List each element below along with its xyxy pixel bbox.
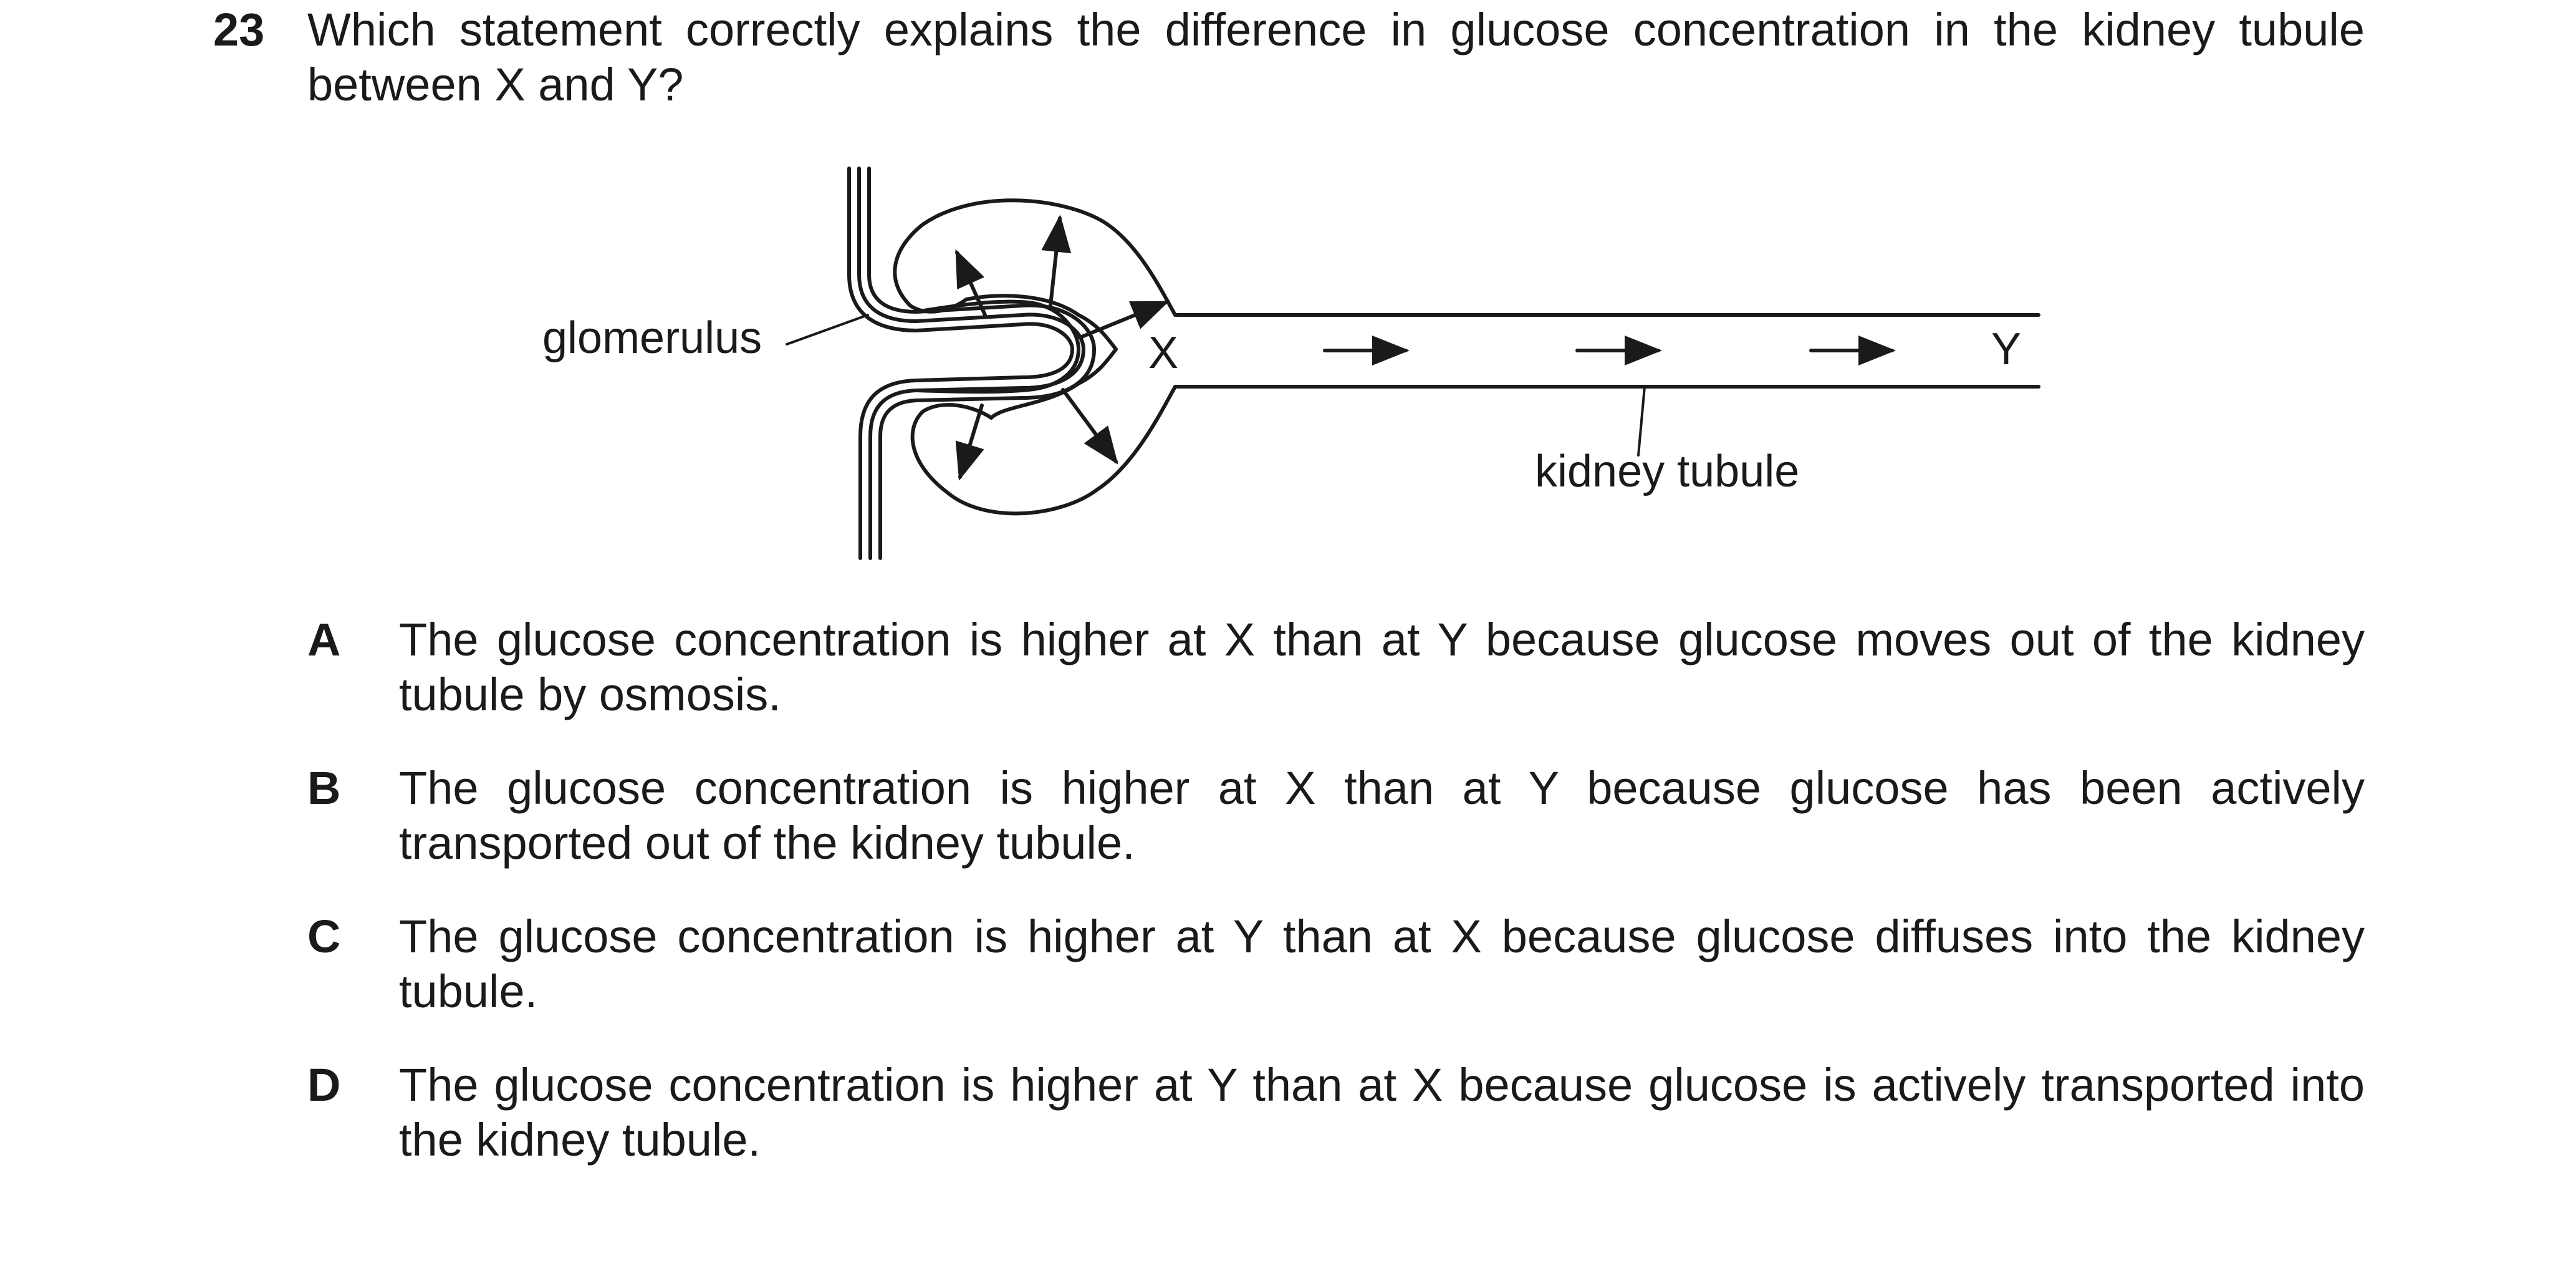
filtration-arrow-4	[955, 404, 984, 481]
point-x-label: X	[1148, 328, 1179, 378]
afferent-vessel-outer	[847, 167, 1074, 560]
option-d-text: The glucose concentration is higher at Y…	[399, 1059, 2365, 1166]
filtration-arrow-3	[1080, 301, 1170, 339]
capsule-outer-wall	[893, 198, 1177, 317]
afferent-vessel-inner	[867, 167, 1096, 560]
capsule-inner-wall	[964, 294, 1118, 420]
filtration-arrow-1	[955, 249, 987, 317]
question-stem: Which statement correctly explains the d…	[307, 4, 2365, 110]
option-a-letter: A	[307, 614, 341, 665]
filtration-arrow-2	[1041, 215, 1072, 307]
kidney-tubule-label: kidney tubule	[1535, 447, 1800, 496]
option-b-letter: B	[307, 762, 341, 814]
option-b-text: The glucose concentration is higher at X…	[399, 762, 2365, 869]
option-d-letter: D	[307, 1059, 341, 1111]
question-number: 23	[213, 4, 265, 56]
capsule-outer-wall-lower	[910, 385, 1177, 516]
glomerulus-leader	[786, 314, 869, 346]
kidney-diagram: glomerulus X Y kidney tubule	[0, 150, 2576, 574]
nephron-drawing	[786, 167, 2040, 560]
option-a-text: The glucose concentration is higher at X…	[399, 614, 2365, 720]
glomerulus-label: glomerulus	[542, 313, 762, 363]
option-c-text: The glucose concentration is higher at Y…	[399, 911, 2365, 1017]
point-y-label: Y	[1991, 324, 2022, 374]
kidney-tubule-leader	[1637, 385, 1646, 457]
option-c-letter: C	[307, 911, 341, 962]
filtration-arrow-5	[1061, 388, 1118, 465]
glomerulus-loop	[915, 299, 1080, 394]
afferent-vessel-middle	[857, 167, 1085, 560]
